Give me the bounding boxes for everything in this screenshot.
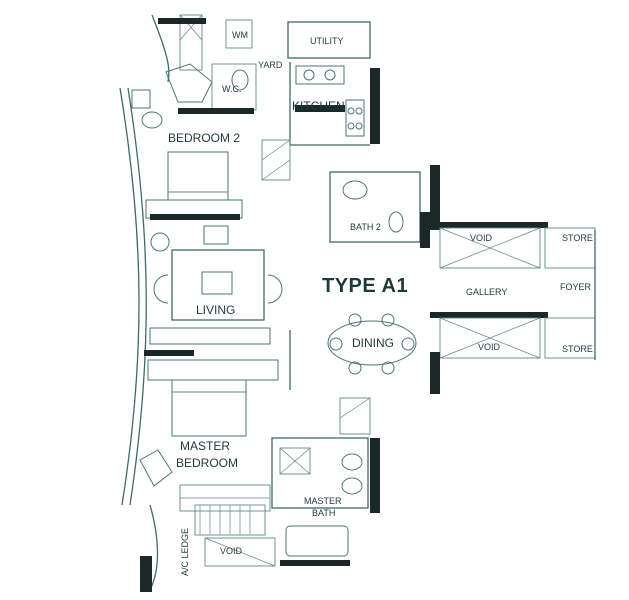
label-master-1: MASTER	[180, 439, 230, 453]
label-type: TYPE A1	[322, 275, 408, 297]
coffee-table	[201, 271, 233, 295]
wc-toilet	[231, 69, 249, 91]
bedroom2-bed	[167, 151, 229, 201]
label-living: LIVING	[196, 303, 235, 317]
label-store-top: STORE	[562, 233, 593, 243]
label-gallery: GALLERY	[466, 287, 507, 297]
label-wm: WM	[232, 30, 248, 40]
label-wc: W.C.	[222, 84, 242, 94]
facade-left-inner	[127, 87, 147, 506]
wall-master-top	[144, 350, 194, 356]
utility-room	[287, 21, 371, 59]
bedroom2-chair	[131, 89, 151, 109]
wall-void-bottom	[430, 312, 548, 318]
master-headboard	[147, 359, 279, 381]
living-zone	[171, 249, 265, 321]
label-bath2: BATH 2	[350, 222, 381, 232]
wall-bath2-right	[420, 212, 430, 248]
wall-void-top	[430, 222, 548, 228]
label-void-top: VOID	[470, 233, 493, 243]
wc-shower	[165, 63, 213, 103]
label-dining: DINING	[352, 336, 394, 350]
label-master-2: BEDROOM	[176, 456, 238, 470]
label-foyer: FOYER	[560, 282, 592, 292]
wardrobe-master	[339, 397, 371, 435]
duct-top	[179, 14, 203, 71]
label-kitchen: KITCHEN	[292, 99, 345, 113]
label-store-bottom: STORE	[562, 344, 593, 354]
master-shower	[279, 447, 311, 475]
plant-icon	[150, 232, 170, 252]
wardrobe-bed2	[261, 139, 291, 181]
kitchen-sink	[295, 65, 345, 85]
void-bottom-box	[439, 317, 541, 359]
master-chair	[139, 449, 173, 487]
wall-gallery-top-left	[430, 165, 440, 230]
dining-table	[327, 320, 417, 366]
ledge-void-box	[204, 537, 276, 567]
wall-kitchen-right	[370, 68, 380, 144]
label-ac-ledge: A/C LEDGE	[180, 528, 190, 576]
armchair-left	[153, 274, 169, 304]
wall-gallery-bottom-left	[430, 352, 440, 394]
wall-kitchen-top	[295, 105, 345, 112]
master-bed	[171, 379, 247, 437]
wall-master-bath-right	[370, 438, 380, 513]
void-top-box	[439, 227, 541, 269]
label-void-bottom: VOID	[478, 342, 501, 352]
wall-top-left	[158, 18, 206, 24]
label-yard: YARD	[258, 60, 283, 70]
armchair-right	[267, 274, 283, 304]
master-bathtub	[285, 525, 349, 557]
master-bath-room	[271, 437, 369, 509]
wall-wc-bottom	[178, 108, 254, 114]
label-master-bath-2: BATH	[312, 508, 335, 518]
tv-console	[203, 225, 229, 245]
label-utility: UTILITY	[310, 36, 344, 46]
wall-bath-bottom	[280, 560, 350, 566]
wm-box	[225, 19, 253, 49]
bath2-room	[329, 171, 421, 243]
wall-ledge-left	[140, 556, 152, 592]
facade-left-outer	[119, 87, 140, 506]
label-master-bath-1: MASTER	[304, 496, 342, 506]
kitchen-hob	[345, 99, 365, 137]
facade-bottom-curve	[149, 504, 159, 591]
sofa	[149, 327, 271, 345]
label-bedroom2: BEDROOM 2	[168, 131, 240, 145]
wall-bed2-bottom	[150, 214, 240, 220]
bath2-toilet	[388, 211, 404, 233]
label-ledge-void: VOID	[220, 546, 243, 556]
